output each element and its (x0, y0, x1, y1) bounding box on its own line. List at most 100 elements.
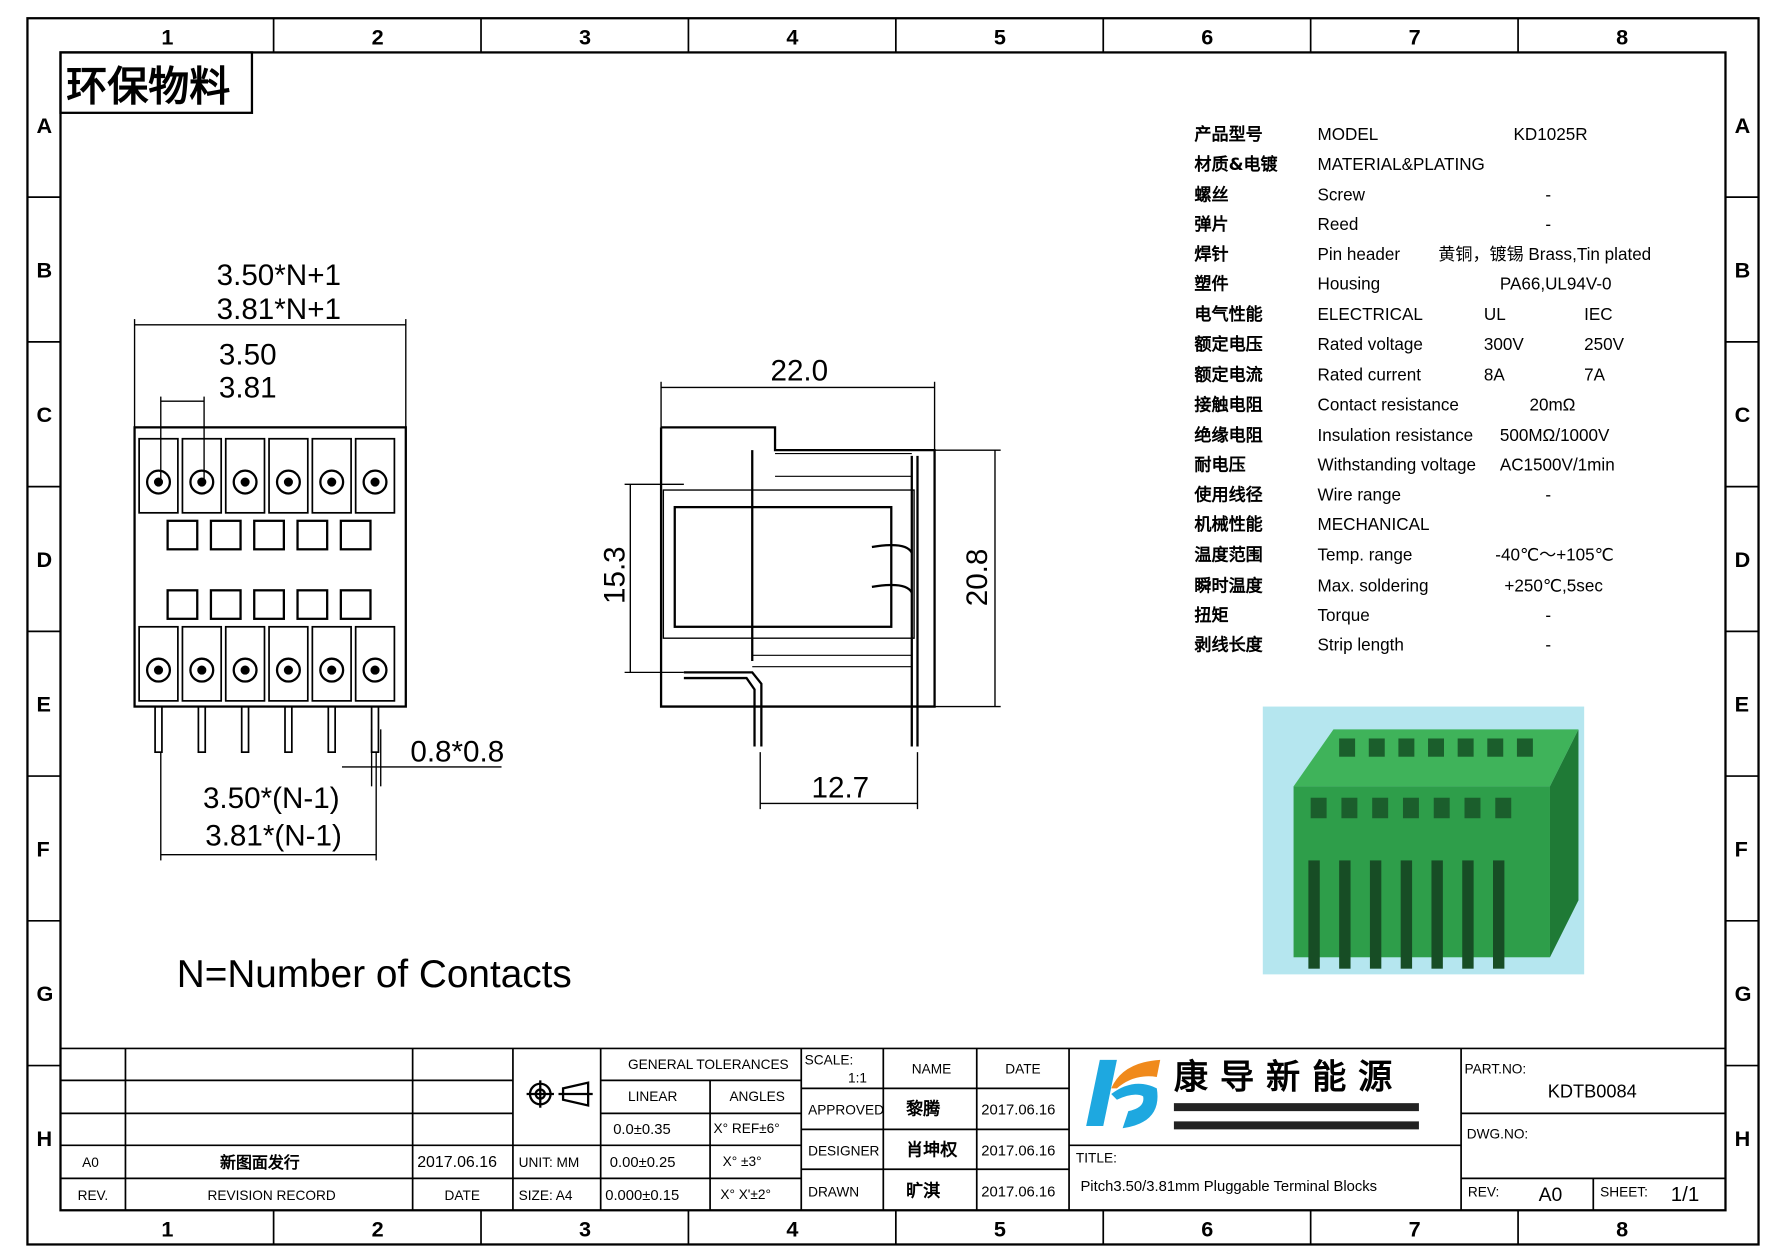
angle-tol-3: X° X'±2° (720, 1187, 771, 1202)
revision-date: 2017.06.16 (417, 1154, 497, 1171)
signoff-role: DRAWN (808, 1185, 859, 1200)
screw-icon (319, 657, 345, 683)
signoff-date: 2017.06.16 (981, 1103, 1055, 1119)
spec-label-en: Housing (1317, 274, 1380, 293)
zone-column-label: 5 (994, 24, 1006, 49)
screw-center (240, 665, 250, 675)
signoff-date: 2017.06.16 (981, 1144, 1055, 1160)
dim-pitch-350: 3.50 (219, 339, 277, 372)
photo-pin (1492, 860, 1505, 969)
screw-icon (362, 469, 388, 495)
contacts-note: N=Number of Contacts (177, 953, 572, 996)
spec-value: 8A (1484, 366, 1505, 385)
spec-label-cn: 剥线长度 (1194, 635, 1263, 656)
record-header: REVISION RECORD (208, 1188, 336, 1203)
signoff-date: 2017.06.16 (981, 1185, 1055, 1201)
spec-value: +250℃,5sec (1504, 576, 1603, 595)
dwg-no-label: DWG.NO: (1467, 1126, 1528, 1141)
zone-row-label: D (1735, 547, 1751, 572)
spec-label-en: MECHANICAL (1317, 515, 1429, 534)
zone-row-label: A (1735, 113, 1751, 138)
signoff-name: 旷淇 (906, 1181, 940, 1202)
angles-header: ANGLES (729, 1089, 784, 1104)
outer-border (26, 17, 1760, 1246)
title-label: TITLE: (1076, 1150, 1117, 1165)
zone-column-label: 2 (372, 24, 384, 49)
spec-label-cn: 瞬时温度 (1194, 575, 1263, 596)
zone-row-label: G (1735, 981, 1752, 1006)
wire-entry (253, 519, 286, 551)
zone-column-label: 4 (786, 1216, 798, 1241)
sheet-label: SHEET: (1600, 1185, 1648, 1200)
dim-total-381: 3.81*N+1 (217, 293, 341, 326)
dim-height: 20.8 (961, 549, 994, 607)
zone-row-label: B (37, 257, 53, 282)
zone-column-label: 3 (579, 1216, 591, 1241)
spec-label-en: Insulation resistance (1317, 426, 1473, 445)
side-view: 22.0 15.3 20.8 12.7 (599, 355, 1001, 810)
spec-value-iec: 7A (1584, 366, 1605, 385)
screw-icon (232, 469, 258, 495)
zone-row-label: F (1735, 836, 1748, 861)
photo-pin (1462, 860, 1474, 969)
photo-slot (1516, 738, 1533, 757)
zone-row-label: B (1735, 257, 1751, 282)
signoff-name: 黎腾 (906, 1099, 941, 1120)
spec-label-en: Screw (1317, 186, 1365, 205)
wire-entry (339, 519, 372, 551)
terminal-cell (268, 437, 309, 514)
drawing-title: Pitch3.50/3.81mm Pluggable Terminal Bloc… (1080, 1179, 1377, 1195)
size-label: SIZE: A4 (519, 1188, 573, 1203)
terminal-cell (224, 625, 266, 702)
linear-header: LINEAR (628, 1089, 677, 1104)
zone-row-label: H (1735, 1126, 1751, 1151)
spec-label-cn: 产品型号 (1194, 124, 1262, 145)
photo-pin (1431, 860, 1443, 969)
spec-label-en: Wire range (1317, 485, 1401, 504)
zone-row-label: C (37, 402, 53, 427)
zone-row-label: H (37, 1126, 53, 1151)
spec-label-en: ELECTRICAL (1317, 305, 1422, 324)
dim-total-350: 3.50*N+1 (217, 259, 341, 292)
photo-slot (1310, 797, 1327, 819)
spec-value: KD1025R (1514, 125, 1588, 144)
spec-label-cn: 接触电阻 (1194, 394, 1262, 415)
eco-material-stamp: 环保物料 (66, 62, 230, 110)
product-photo (1262, 706, 1585, 975)
rev-header: REV. (78, 1188, 109, 1203)
zone-row-label: E (1735, 692, 1749, 717)
screw-icon (145, 469, 172, 495)
zone-column-label: 7 (1409, 1216, 1421, 1241)
photo-slot (1433, 797, 1450, 819)
scale-label: SCALE: (805, 1052, 854, 1067)
terminal-cell (311, 625, 352, 702)
terminal-cell (181, 625, 223, 702)
screw-center (283, 665, 293, 675)
spec-value: - (1545, 485, 1551, 504)
spec-value-iec: IEC (1584, 305, 1612, 324)
spec-value: - (1545, 186, 1551, 205)
terminal-cell (181, 437, 223, 514)
screw-icon (319, 469, 345, 495)
screw-icon (275, 469, 301, 495)
zone-row-label: C (1735, 402, 1751, 427)
zone-column-label: 8 (1616, 1216, 1628, 1241)
photo-slot (1457, 738, 1474, 757)
zone-column-label: 7 (1409, 24, 1421, 49)
zone-row-label: A (37, 113, 53, 138)
screw-center (327, 665, 337, 675)
signoff-role: APPROVED (808, 1103, 884, 1118)
spec-label-cn: 焊针 (1194, 244, 1228, 265)
signoff-name: 肖坤权 (906, 1140, 958, 1161)
eco-material-stamp-box (59, 51, 254, 114)
pin (197, 705, 207, 754)
